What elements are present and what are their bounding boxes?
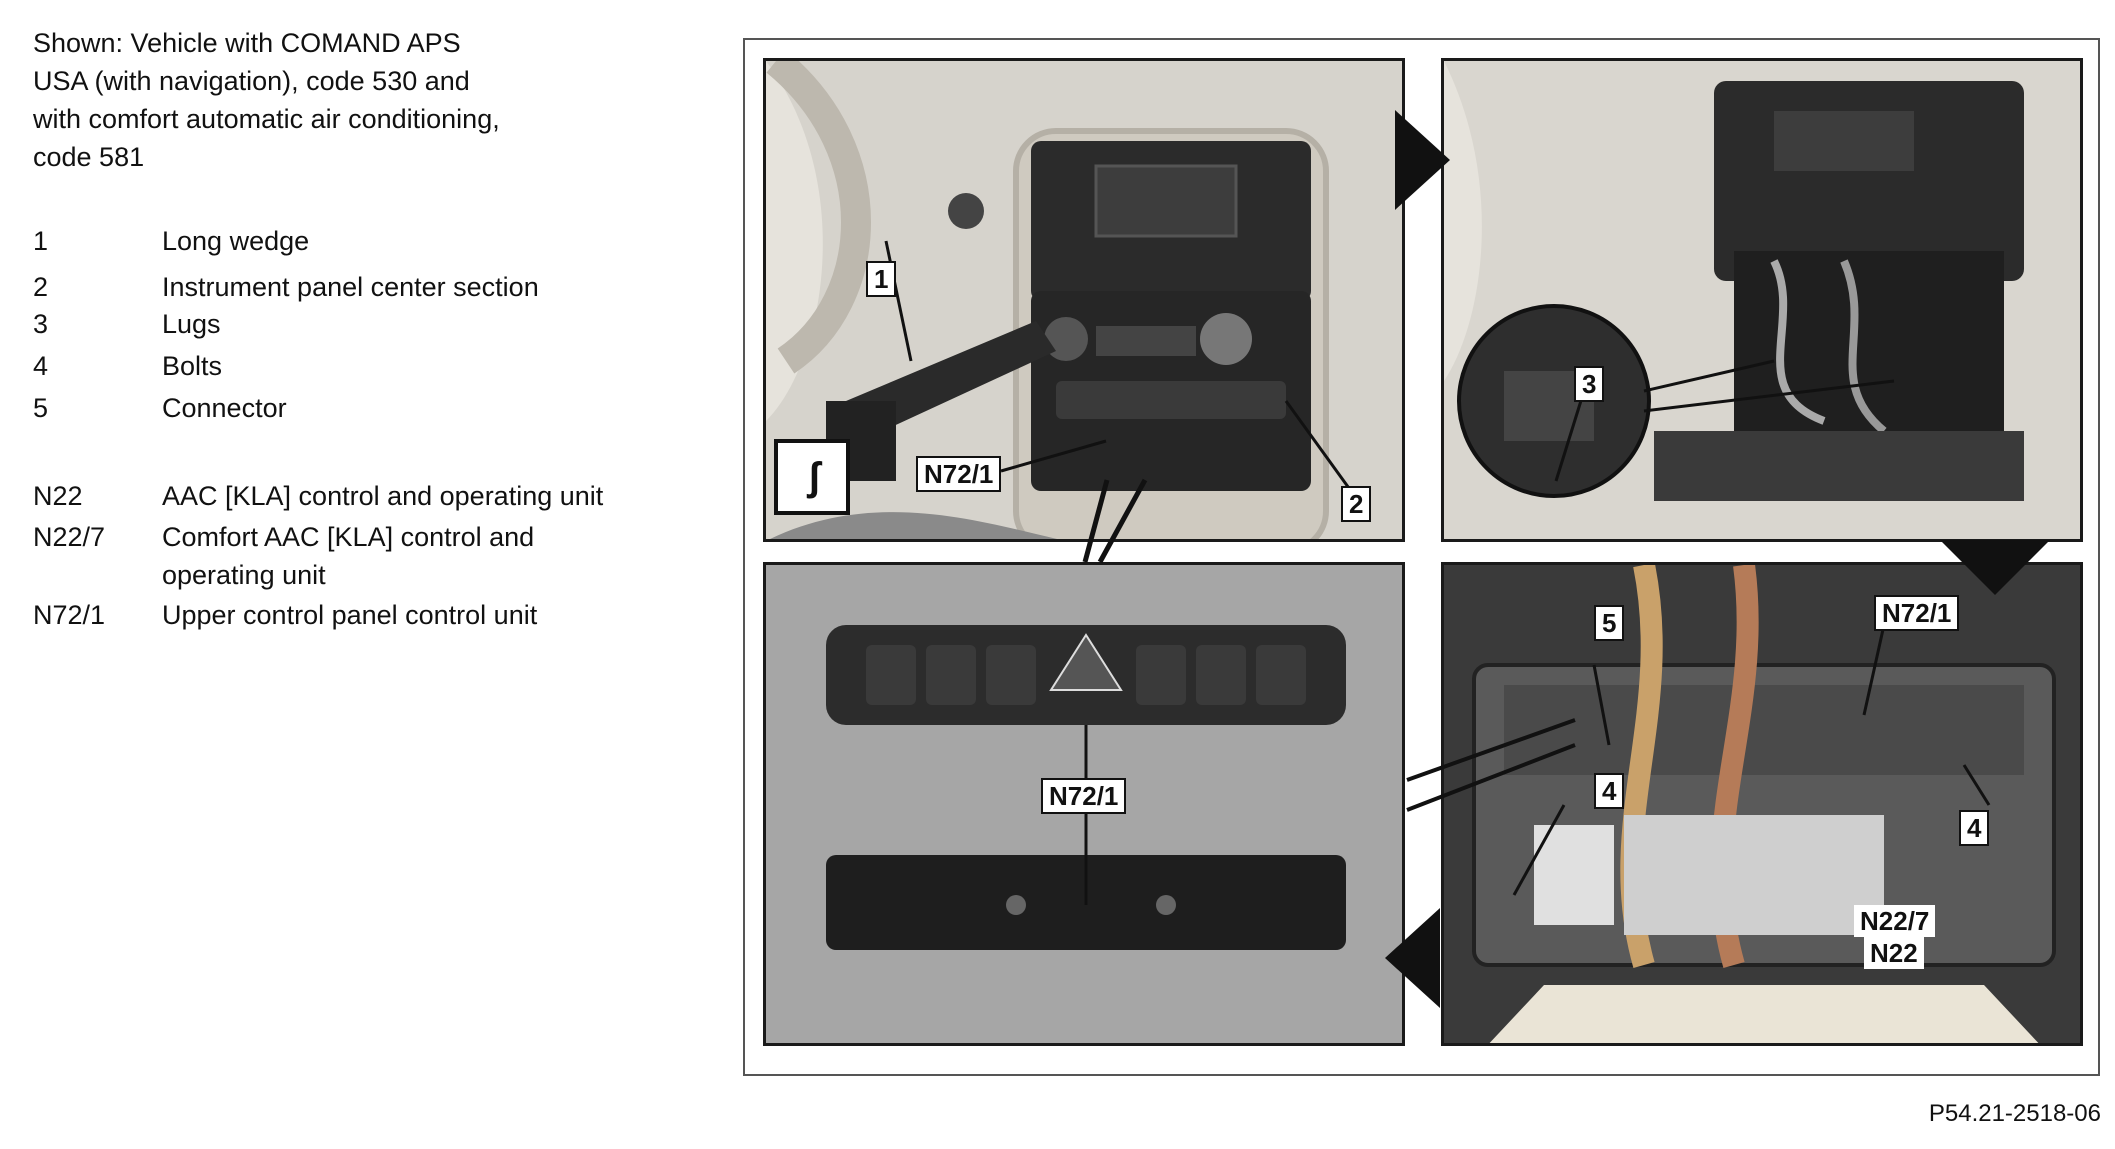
- legend-code: N22: [33, 481, 83, 511]
- legend-code: 3: [33, 309, 49, 339]
- legend-code: N22/7: [33, 522, 106, 552]
- figure-reference: P54.21-2518-06: [1928, 1100, 2101, 1127]
- callout-5: 5: [1594, 605, 1625, 641]
- callout-n72-1: N72/1: [1041, 778, 1127, 814]
- wrench-hook-icon: ʃ: [807, 455, 821, 499]
- arrow-left-icon: [1385, 908, 1440, 1008]
- callout-n22-7: N22/7: [1854, 905, 1936, 937]
- dashboard-illustration: [766, 61, 1402, 539]
- legend-code: 5: [33, 393, 49, 423]
- callout-n72-1: N72/1: [916, 456, 1002, 492]
- figure-frame: ʃ 1 2 N72/1 3: [743, 38, 2100, 1076]
- legend-desc: Long wedge: [162, 226, 310, 256]
- legend-desc: Connector: [162, 393, 287, 423]
- callout-1: 1: [866, 261, 897, 297]
- photo-dashboard-wedge: ʃ 1 2 N72/1: [763, 58, 1405, 542]
- arrow-right-icon: [1395, 110, 1450, 210]
- callout-3: 3: [1574, 366, 1605, 402]
- callout-4: 4: [1959, 810, 1990, 846]
- caption-line: Shown: Vehicle with COMAND APS: [33, 28, 461, 58]
- photo-lugs: 3: [1441, 58, 2083, 542]
- arrow-down-icon: [1940, 540, 2050, 595]
- callout-n22: N22: [1864, 937, 1924, 969]
- legend-desc: Bolts: [162, 351, 223, 381]
- legend-code: N72/1: [33, 600, 106, 630]
- legend-code: 2: [33, 272, 49, 302]
- magnification-lines: [1082, 478, 1576, 812]
- callout-n72-1: N72/1: [1874, 595, 1960, 631]
- figure-caption: Shown: Vehicle with COMAND APS USA (with…: [33, 24, 593, 176]
- caption-line: USA (with navigation), code 530 and: [33, 66, 470, 96]
- legend-desc: Lugs: [162, 309, 221, 339]
- photo-control-panel-detail: N72/1: [763, 562, 1405, 1046]
- aac-unit-illustration: [1444, 565, 2080, 1043]
- callout-2: 2: [1341, 486, 1372, 522]
- legend-desc: AAC [KLA] control and operating unit: [162, 481, 604, 511]
- control-panel-illustration: [766, 565, 1402, 1043]
- callout-4: 4: [1594, 773, 1625, 809]
- legend-code: 1: [33, 226, 49, 256]
- caption-line: code 581: [33, 142, 145, 172]
- legend-desc: Comfort AAC [KLA] control and operating …: [162, 522, 535, 590]
- legend-desc: Instrument panel center section: [162, 272, 539, 302]
- lugs-illustration: [1444, 61, 2080, 539]
- caption-line: with comfort automatic air conditioning,: [33, 104, 500, 134]
- legend-desc: Upper control panel control unit: [162, 600, 538, 630]
- photo-aac-unit: 5 N72/1 4 4 N22/7 N22: [1441, 562, 2083, 1046]
- legend-code: 4: [33, 351, 49, 381]
